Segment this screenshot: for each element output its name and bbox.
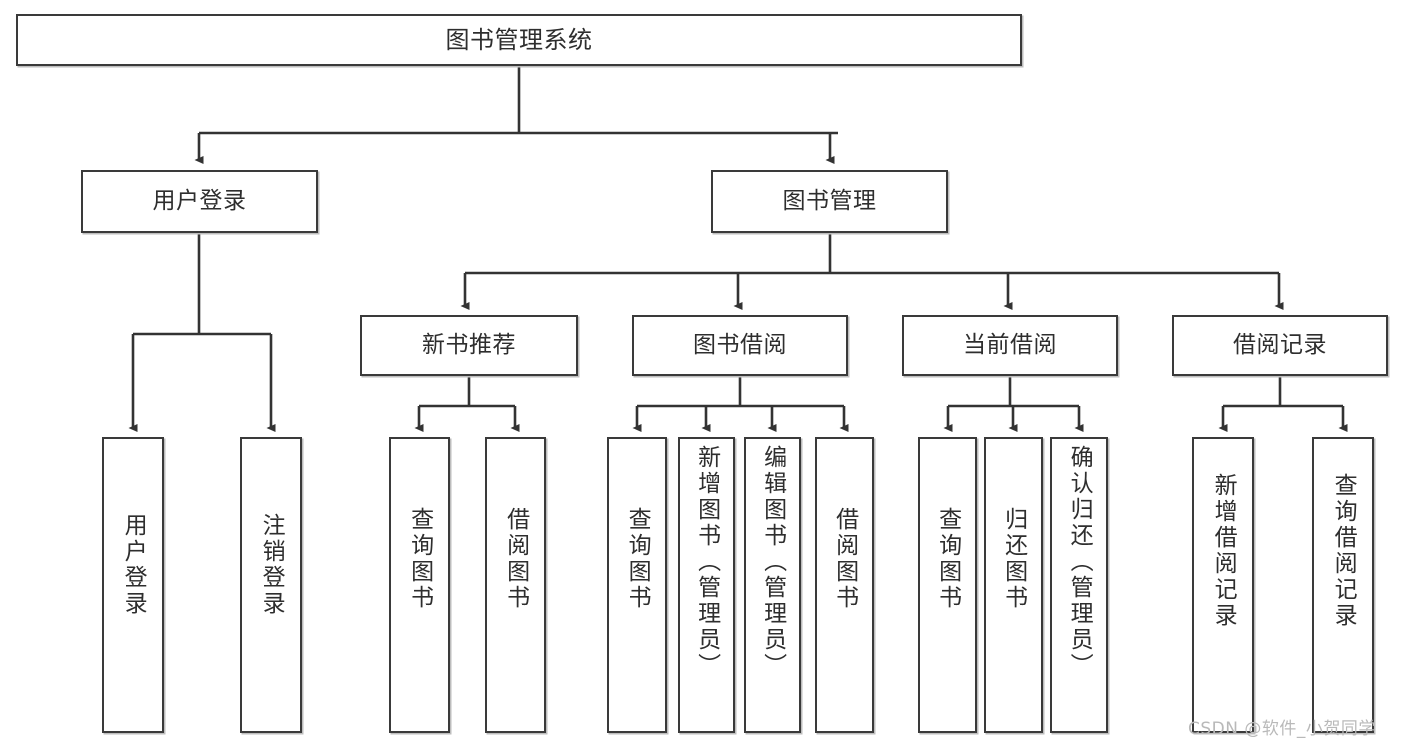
node-leaf-query-borrow-record[interactable]: 查询借阅记录: [1312, 437, 1374, 733]
node-leaf-user-login[interactable]: 用户登录: [102, 437, 164, 733]
node-label: 图书管理系统: [445, 25, 593, 54]
node-user-login[interactable]: 用户登录: [81, 170, 318, 233]
node-leaf-return-book[interactable]: 归还图书: [984, 437, 1043, 733]
node-borrow-record[interactable]: 借阅记录: [1172, 315, 1388, 376]
node-leaf-logout-login[interactable]: 注销登录: [240, 437, 302, 733]
node-leaf-edit-book[interactable]: 编辑图书（管理员）: [744, 437, 801, 733]
node-label: 查询图书: [406, 507, 433, 611]
node-new-book-recommend[interactable]: 新书推荐: [360, 315, 578, 376]
node-label: 确认归还（管理员）: [1066, 445, 1093, 679]
node-label: 新增图书（管理员）: [693, 445, 720, 679]
node-leaf-add-book[interactable]: 新增图书（管理员）: [678, 437, 735, 733]
node-label: 编辑图书（管理员）: [759, 445, 786, 679]
node-label: 借阅图书: [831, 507, 858, 611]
node-leaf-query-book-3[interactable]: 查询图书: [918, 437, 977, 733]
node-leaf-borrow-book-2[interactable]: 借阅图书: [815, 437, 874, 733]
node-book-management[interactable]: 图书管理: [711, 170, 948, 233]
node-leaf-query-book-2[interactable]: 查询图书: [607, 437, 667, 733]
node-label: 新增借阅记录: [1210, 473, 1237, 629]
node-leaf-query-book-1[interactable]: 查询图书: [389, 437, 450, 733]
node-current-borrow[interactable]: 当前借阅: [902, 315, 1118, 376]
node-root-book-management-system[interactable]: 图书管理系统: [16, 14, 1022, 66]
csdn-watermark: CSDN @软件_小贺同学: [1188, 719, 1376, 739]
node-label: 查询图书: [934, 507, 961, 611]
node-label: 用户登录: [152, 187, 247, 214]
node-leaf-borrow-book-1[interactable]: 借阅图书: [485, 437, 546, 733]
node-book-borrow[interactable]: 图书借阅: [632, 315, 848, 376]
node-label: 归还图书: [1000, 507, 1027, 611]
node-leaf-add-borrow-record[interactable]: 新增借阅记录: [1192, 437, 1254, 733]
node-label: 图书管理: [782, 187, 877, 214]
node-label: 查询借阅记录: [1330, 473, 1357, 629]
node-label: 新书推荐: [422, 331, 516, 358]
node-label: 借阅图书: [502, 507, 529, 611]
node-leaf-confirm-return[interactable]: 确认归还（管理员）: [1050, 437, 1108, 733]
node-label: 查询图书: [624, 507, 651, 611]
node-label: 借阅记录: [1233, 331, 1327, 358]
node-label: 图书借阅: [693, 331, 787, 358]
node-label: 当前借阅: [963, 331, 1057, 358]
node-label: 用户登录: [120, 513, 147, 617]
node-label: 注销登录: [258, 513, 285, 617]
